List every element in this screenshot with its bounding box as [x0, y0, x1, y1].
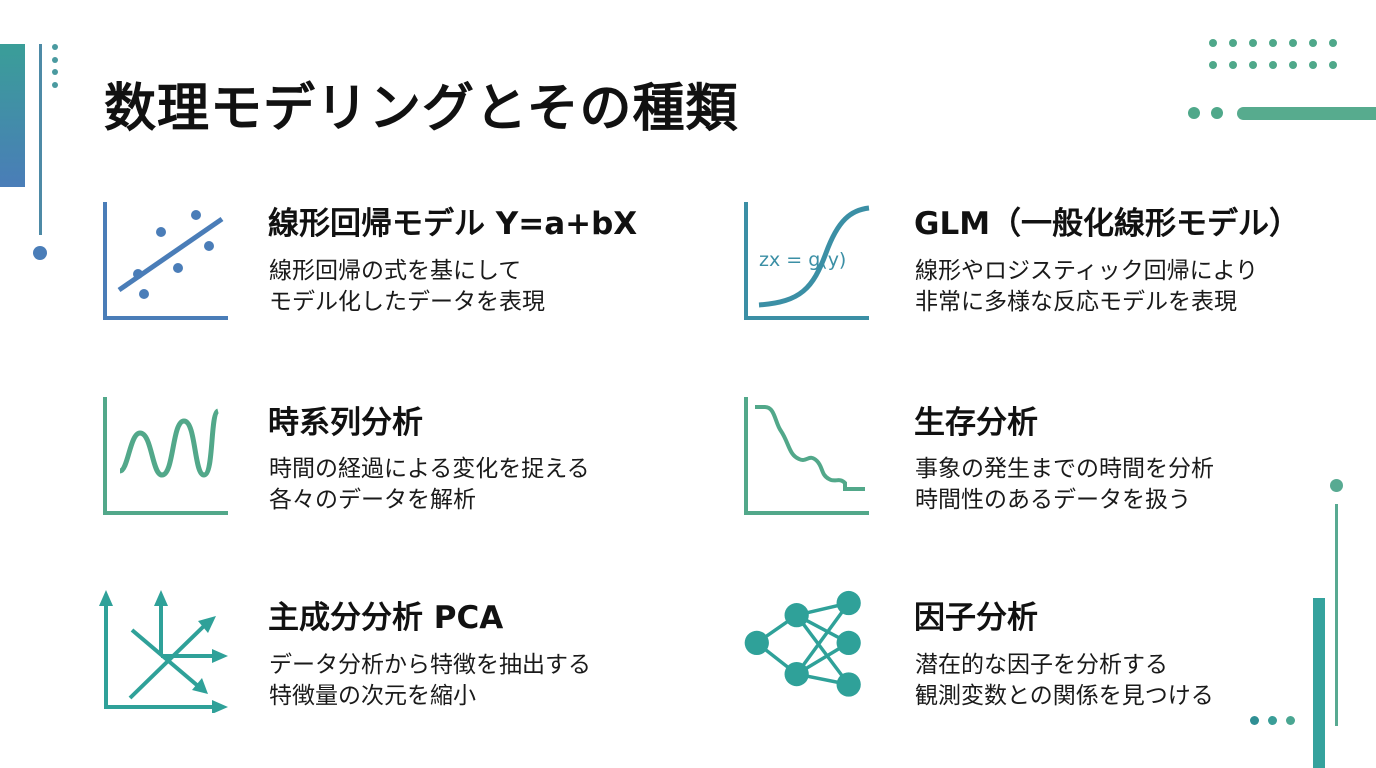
card-title: 時系列分析 [268, 405, 423, 441]
card-desc: 時間の経過による変化を捉える各々のデータを解析 [269, 456, 590, 513]
deco-dot [1329, 61, 1337, 69]
wave-chart-icon [103, 397, 228, 515]
deco-dot [1188, 107, 1200, 119]
deco-dot [1211, 107, 1223, 119]
deco-dot [1330, 479, 1343, 492]
deco-dot [1229, 61, 1237, 69]
card-title: GLM（一般化線形モデル） [914, 206, 1301, 242]
card-desc: 線形やロジスティック回帰により非常に多様な反応モデルを表現 [915, 258, 1259, 315]
card-desc: 事象の発生までの時間を分析時間性のあるデータを扱う [915, 456, 1214, 513]
deco-dot [1250, 716, 1259, 725]
vector-arrows-icon [99, 590, 228, 713]
left-accent-dot [33, 246, 47, 260]
top-right-accent-bar [1237, 107, 1376, 120]
deco-dot [52, 82, 58, 88]
deco-dot [52, 57, 58, 63]
sigmoid-curve-icon: zx = g(y) [744, 202, 870, 320]
card-title: 生存分析 [914, 405, 1038, 441]
deco-dot [1289, 39, 1297, 47]
deco-dot [1249, 39, 1257, 47]
scatter-regression-icon [103, 202, 228, 320]
network-nodes-icon [744, 590, 861, 697]
deco-dot [1249, 61, 1257, 69]
deco-dot [1209, 61, 1217, 69]
card-desc: 潜在的な因子を分析する観測変数との関係を見つける [915, 652, 1214, 709]
deco-dot [1229, 39, 1237, 47]
right-accent-bar [1313, 598, 1325, 768]
deco-dot [1309, 39, 1317, 47]
left-accent-bar [0, 44, 25, 187]
deco-dot [1329, 39, 1337, 47]
card-desc: データ分析から特徴を抽出する特徴量の次元を縮小 [269, 652, 591, 709]
deco-dot [1269, 61, 1277, 69]
deco-dot [1209, 39, 1217, 47]
deco-dot [52, 69, 58, 75]
page-title: 数理モデリングとその種類 [104, 79, 739, 139]
card-desc: 線形回帰の式を基にしてモデル化したデータを表現 [269, 258, 545, 315]
card-title: 因子分析 [914, 600, 1038, 636]
card-title: 主成分分析 PCA [268, 600, 504, 636]
deco-dot [1309, 61, 1317, 69]
deco-dot [1269, 39, 1277, 47]
left-accent-line [39, 44, 42, 235]
deco-dot [1286, 716, 1295, 725]
survival-curve-icon [744, 397, 869, 515]
deco-dot [1289, 61, 1297, 69]
deco-dot [52, 44, 58, 50]
deco-dot [1268, 716, 1277, 725]
right-accent-line [1335, 504, 1338, 726]
card-title: 線形回帰モデル Y=a+bX [268, 206, 638, 242]
glm-formula: zx = g(y) [759, 249, 846, 271]
